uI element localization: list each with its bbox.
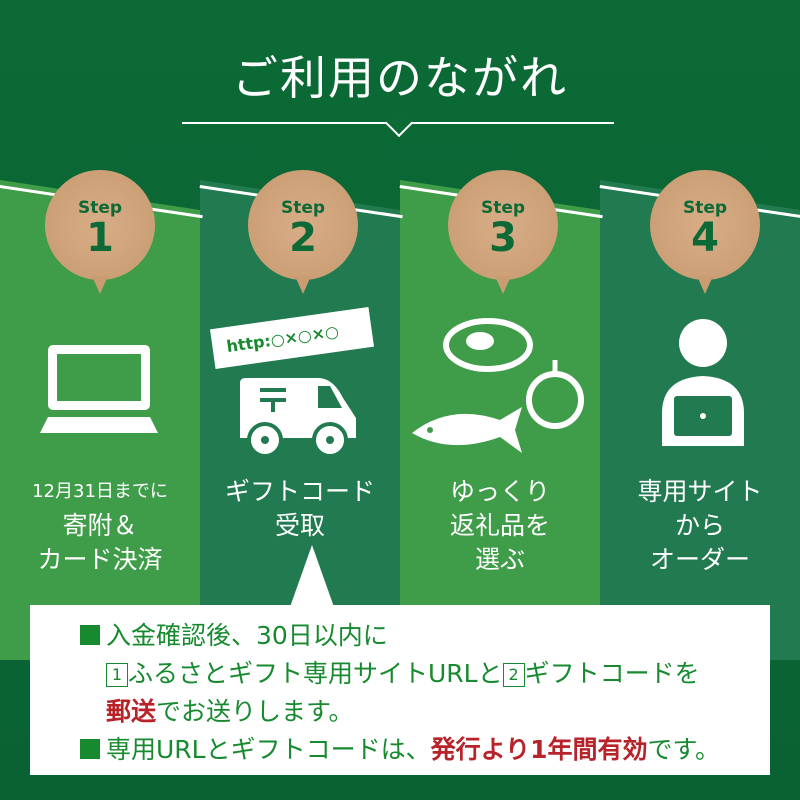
label-line: 専用サイト — [637, 477, 763, 506]
label-line: 寄附＆ — [62, 511, 138, 540]
label-line: 選ぶ — [474, 545, 525, 574]
page-title: ご利用のながれ — [232, 51, 568, 105]
notice-text: です。 — [647, 735, 721, 764]
step-label: Step — [77, 198, 123, 218]
food-icons — [412, 318, 584, 453]
label-line: 12月31日までに — [32, 481, 168, 502]
label-line: 返礼品を — [449, 511, 550, 540]
title-notch — [384, 108, 414, 138]
step-4-label: 専用サイトからオーダー — [600, 475, 800, 577]
fish-icon — [412, 407, 522, 453]
notice-line-3: 郵送でお送りします。 — [80, 693, 770, 731]
step-number: 2 — [289, 215, 317, 261]
boxed-number: 2 — [502, 663, 525, 687]
step-3-label: ゆっくり返礼品を選ぶ — [400, 475, 600, 577]
notice-line-4: 専用URLとギフトコードは、発行より1年間有効です。 — [80, 731, 770, 769]
notice-text: 入金確認後、30日以内に — [106, 621, 388, 650]
notice-text: ふるさとギフト専用サイトURLと — [128, 659, 503, 688]
label-line: カード決済 — [37, 545, 163, 574]
notice-line-1: 入金確認後、30日以内に — [80, 617, 770, 655]
step-label: Step — [280, 198, 326, 218]
notice-text: ギフトコードを — [524, 659, 700, 688]
person-laptop-icon — [662, 319, 744, 446]
steak-icon — [443, 318, 533, 372]
notice-pointer — [290, 545, 334, 607]
step-number: 1 — [86, 215, 114, 261]
step-1-label: 12月31日までに寄附＆ カード決済 — [0, 475, 200, 577]
delivery-truck-icon — [240, 378, 356, 458]
label-line: ゆっくり — [449, 477, 550, 506]
label-line: オーダー — [649, 545, 750, 574]
step-label: Step — [480, 198, 526, 218]
bullet-square-icon — [80, 739, 100, 759]
boxed-number: 1 — [106, 663, 128, 687]
step-2-label: ギフトコード受取 — [200, 475, 400, 543]
label-line: 受取 — [274, 511, 325, 540]
step-label: Step — [682, 198, 728, 218]
label-line: から — [674, 511, 725, 540]
laptop-icon — [40, 345, 158, 433]
bullet-square-icon — [80, 625, 100, 645]
notice-text: でお送りします。 — [156, 697, 354, 726]
label-line: ギフトコード — [224, 477, 375, 506]
notice-text: 専用URLとギフトコードは、 — [106, 735, 431, 764]
step-number: 4 — [691, 215, 719, 261]
notice-emphasis: 郵送 — [106, 697, 157, 726]
step-number: 3 — [489, 215, 517, 261]
notice-emphasis: 発行より1年間有効 — [430, 735, 648, 764]
apple-icon — [526, 360, 584, 429]
